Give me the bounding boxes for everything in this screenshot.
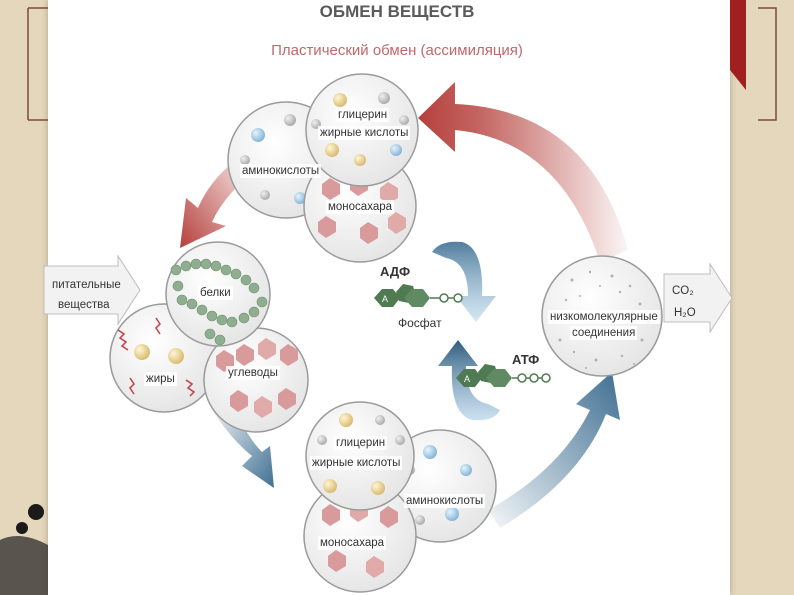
label-glycerin-top: глицерин xyxy=(336,108,390,122)
label-fats: жиры xyxy=(144,372,177,386)
input-label-line2: вещества xyxy=(58,299,110,311)
atp-adp-cycle xyxy=(432,241,500,421)
label-amino-acids-top: аминокислоты xyxy=(240,164,322,178)
slide-background-left xyxy=(0,0,48,595)
adp-adenine-letter: А xyxy=(382,294,389,304)
label-adp: АДФ xyxy=(380,264,411,279)
output-arrow xyxy=(663,262,733,334)
dissimilation-arrow-right xyxy=(488,372,620,528)
label-low-molecular-line2: соединения xyxy=(570,326,638,340)
diagram-subtitle: Пластический обмен (ассимиляция) xyxy=(271,42,523,59)
input-label-line1: питательные xyxy=(52,279,121,291)
label-carbohydrates: углеводы xyxy=(226,366,280,380)
label-phosphate: Фосфат xyxy=(398,316,442,330)
slide-background-right xyxy=(730,0,794,595)
cycle-arrow-up xyxy=(438,340,500,421)
atp-adenine-letter: А xyxy=(464,374,471,384)
assimilation-arrow-top xyxy=(418,82,628,262)
output-label-co2: CO₂ xyxy=(672,285,694,297)
adp-molecule xyxy=(374,284,463,307)
assimilation-arrow-left xyxy=(180,160,246,248)
cycle-arrow-down xyxy=(432,241,496,322)
nutrients-input-arrow xyxy=(43,254,141,326)
label-amino-acids-bottom: аминокислоты xyxy=(404,494,486,508)
label-glycerin-bottom: глицерин xyxy=(334,436,388,450)
label-atp: АТФ xyxy=(512,352,540,367)
label-monosaccharides-top: моносахара xyxy=(326,200,395,214)
label-proteins: белки xyxy=(198,286,233,300)
label-low-molecular-line1: низкомолекулярные xyxy=(548,310,660,324)
label-monosaccharides-bottom: моносахара xyxy=(318,536,387,550)
slide-frame-decoration xyxy=(0,0,777,595)
atp-molecule xyxy=(456,364,551,387)
food-cluster xyxy=(109,241,309,433)
diagram-title: ОБМЕН ВЕЩЕСТВ xyxy=(319,2,475,21)
output-label-h2o: H₂O xyxy=(674,307,696,319)
label-fatty-acids-top: жирные кислоты xyxy=(318,126,411,140)
label-fatty-acids-bottom: жирные кислоты xyxy=(310,456,403,470)
